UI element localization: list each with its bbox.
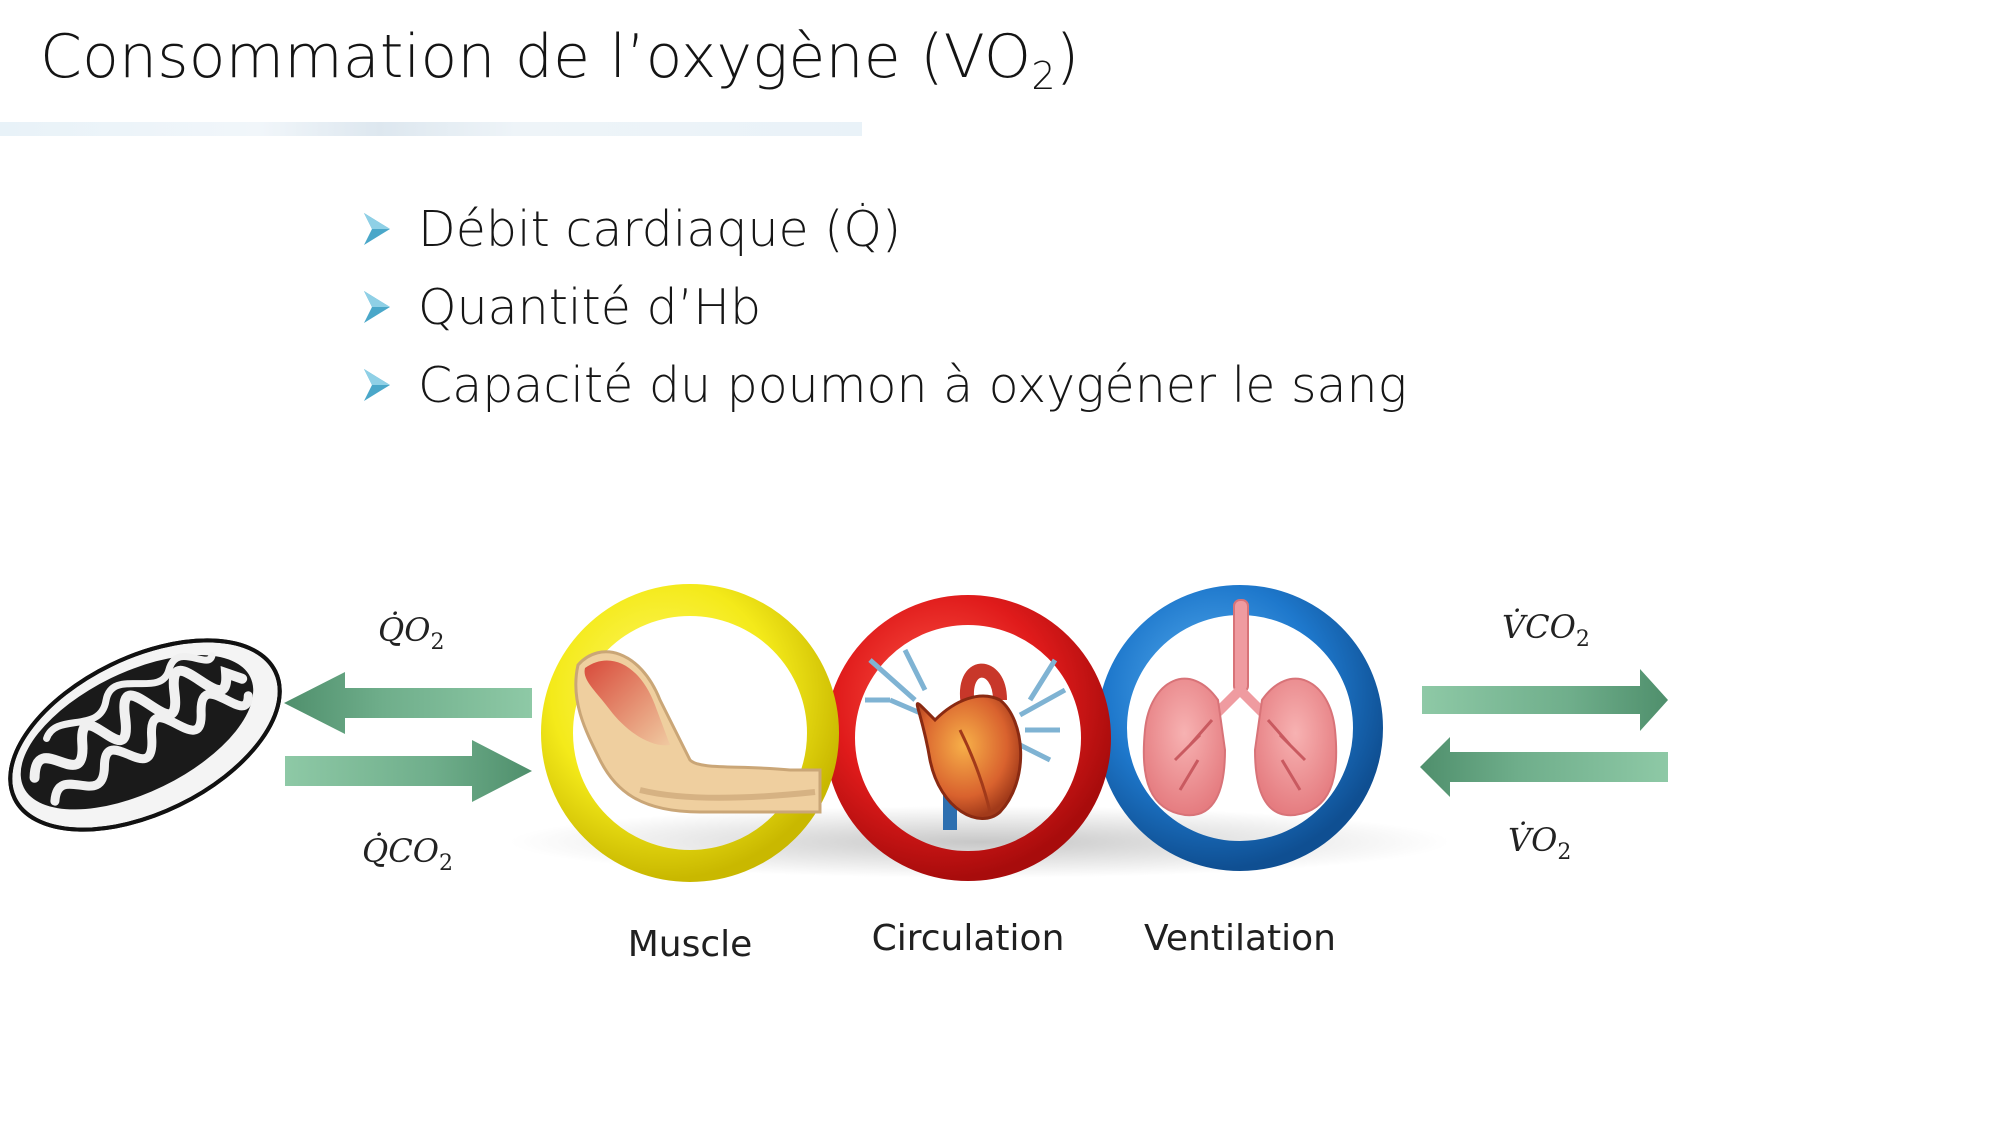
- title-close-paren: ): [1055, 22, 1080, 92]
- bullet-item-lung-capacity: Capacité du poumon à oxygéner le sang: [362, 346, 1407, 424]
- bullet-text: Quantité d’Hb: [418, 278, 762, 336]
- title-subscript: 2: [1031, 54, 1056, 98]
- flux-label-vo2: V̇O2: [1508, 821, 1571, 865]
- muscle-ring: [541, 584, 839, 882]
- arrow-left-vo2-flux: [1420, 737, 1668, 797]
- ring-label-ventilation: Ventilation: [1144, 918, 1336, 959]
- flux-label-qco2: Q̇CO2: [362, 832, 453, 876]
- bullet-list: Débit cardiaque (Q̇) Quantité d’Hb Capac…: [362, 190, 1407, 424]
- muscle-arm-icon: [574, 650, 822, 814]
- bullet-item-cardiac-output: Débit cardiaque (Q̇): [362, 190, 1407, 268]
- bullet-text: Débit cardiaque (Q̇): [418, 200, 902, 258]
- bullet-arrow-icon: [364, 291, 390, 323]
- circulation-ring: [825, 595, 1111, 881]
- arrow-right-co2-flux: [285, 740, 532, 802]
- mitochondrion-icon: [8, 638, 282, 832]
- title-text: Consommation de l’oxygène (VO: [40, 22, 1032, 92]
- bullet-arrow-icon: [364, 213, 390, 245]
- arrow-left-o2-flux: [284, 672, 532, 734]
- bullet-text: Capacité du poumon à oxygéner le sang: [418, 356, 1407, 414]
- title-underline-bar: [0, 122, 862, 136]
- slide-title: Consommation de l’oxygène (VO2): [40, 22, 1079, 98]
- bullet-arrow-icon: [364, 369, 390, 401]
- ring-label-muscle: Muscle: [628, 924, 753, 965]
- flux-label-vco2: V̇CO2: [1502, 608, 1590, 652]
- lungs-icon: [1142, 599, 1338, 817]
- ring-label-circulation: Circulation: [872, 918, 1065, 959]
- heart-icon: [865, 648, 1067, 830]
- flux-label-qo2: Q̇O2: [378, 611, 444, 655]
- arrow-right-vco2-flux: [1422, 669, 1668, 731]
- bullet-item-hemoglobin: Quantité d’Hb: [362, 268, 1407, 346]
